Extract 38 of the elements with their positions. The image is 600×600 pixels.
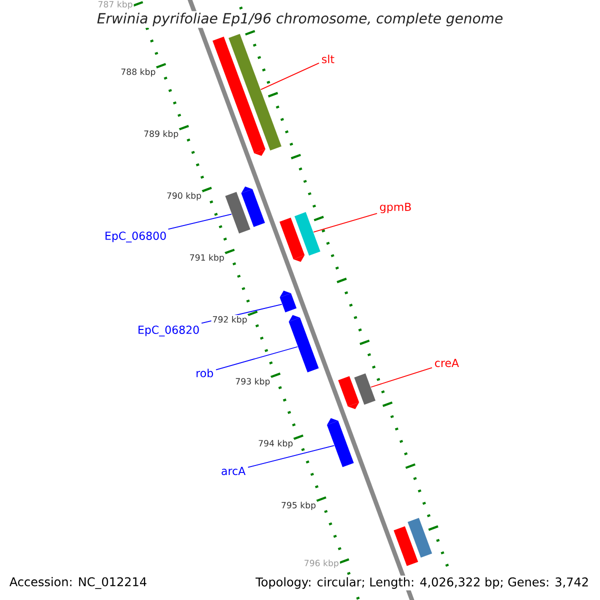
leader-line [248, 445, 335, 468]
scale-label: 796 kbp [302, 558, 340, 569]
gene-label: EpC_06800 [106, 232, 166, 242]
scale-label: 794 kbp [257, 438, 294, 450]
gene-feature [338, 376, 360, 410]
accession-text: Accession: NC_012214 [10, 577, 146, 589]
gene-block [354, 373, 376, 405]
gene-label: creA [435, 358, 459, 368]
gene-feature [241, 186, 265, 228]
gene-block [394, 526, 418, 566]
gene-feature [280, 218, 305, 262]
leader-line [260, 62, 320, 90]
gene-block [294, 212, 320, 256]
gene-label: arcA [222, 466, 246, 476]
leader-line [168, 214, 232, 230]
gene-feature [280, 290, 297, 312]
gene-label: gpmB [380, 202, 411, 214]
gene-feature [326, 418, 354, 468]
scale-label: 788 kbp [120, 67, 157, 78]
leader-line [313, 212, 378, 232]
gene-feature [288, 315, 319, 372]
scale-label: 789 kbp [142, 129, 180, 140]
topology-text: Topology: circular; Length: 4,026,322 bp; Genes: 3,742 [254, 576, 591, 590]
gene-label: rob [196, 368, 214, 378]
scale-label: 793 kbp [234, 376, 272, 388]
scale-label: 790 kbp [165, 191, 203, 202]
leader-line [370, 367, 432, 388]
scale-label: 787 kbp [96, 0, 134, 10]
gene-label: slt [322, 54, 334, 64]
gene-block [408, 518, 432, 558]
leader-line [216, 346, 298, 370]
scale-label: 795 kbp [280, 500, 318, 512]
gene-block [228, 34, 282, 151]
scale-label: 792 kbp [211, 315, 248, 326]
scale-label: 791 kbp [188, 253, 226, 264]
gene-block [225, 192, 250, 234]
gene-feature [212, 36, 266, 156]
gene-label: EpC_06820 [138, 326, 199, 336]
